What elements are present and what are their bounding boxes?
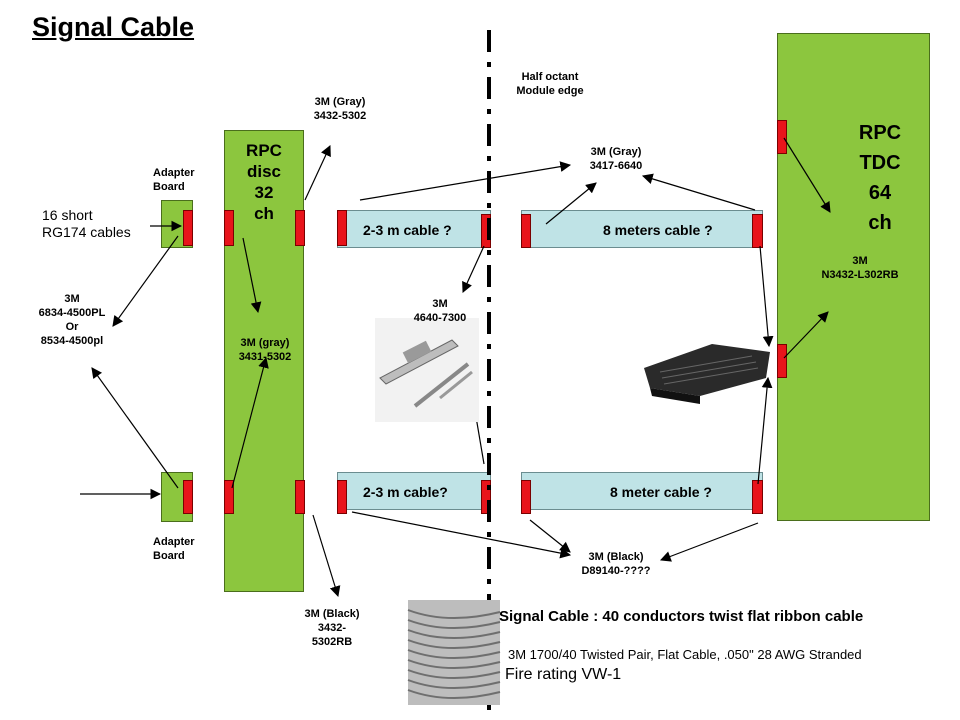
- connector: [183, 480, 193, 514]
- m6834-label: 3M 6834-4500PL Or 8534-4500pl: [38, 293, 106, 347]
- cable-bottom-right: [521, 472, 763, 510]
- ribbon-cable-illustration: [407, 600, 501, 705]
- press-tool-illustration: [375, 318, 479, 422]
- half-octant-label: Half octant Module edge: [516, 71, 584, 97]
- cable-top-right-label: 8 meters cable ?: [603, 222, 713, 238]
- connector: [183, 210, 193, 246]
- connector: [777, 120, 787, 154]
- black-d89140-label: 3M (Black) D89140-????: [581, 551, 651, 577]
- cable-top-left-label: 2-3 m cable ?: [363, 222, 452, 238]
- connector: [752, 214, 763, 248]
- connector: [224, 480, 234, 514]
- n3432-label: 3M N3432-L302RB: [821, 255, 899, 281]
- connector: [337, 480, 347, 514]
- gray-3432-label: 3M (Gray) 3432-5302: [313, 96, 367, 122]
- rpc-tdc-label: RPC TDC 64 ch: [858, 122, 902, 234]
- rpc-disc-label: RPC disc 32 ch: [246, 141, 282, 223]
- cable-bottom-left: [337, 472, 491, 510]
- connector: [295, 210, 305, 246]
- adapter-board-bottom-label: Adapter Board: [153, 536, 195, 562]
- gray-3431-label: 3M (gray) 3431-5302: [238, 337, 292, 363]
- black-connector-illustration: [644, 344, 770, 404]
- fire-rating: Fire rating VW-1: [505, 666, 622, 683]
- black-3432-label: 3M (Black) 3432- 5302RB: [304, 608, 360, 648]
- adapter-board-top-label: Adapter Board: [153, 167, 195, 193]
- connector: [777, 344, 787, 378]
- cable-bottom-right-label: 8 meter cable ?: [610, 484, 712, 500]
- short-cables-label: 16 short RG174 cables: [42, 207, 131, 240]
- gray-3417-label: 3M (Gray) 3417-6640: [589, 146, 643, 172]
- connector: [337, 210, 347, 246]
- connector: [521, 480, 531, 514]
- m4640-label: 3M 4640-7300: [413, 298, 467, 324]
- connector: [224, 210, 234, 246]
- connector: [752, 480, 763, 514]
- signal-cable-heading: Signal Cable : 40 conductors twist flat …: [499, 608, 864, 625]
- connector: [521, 214, 531, 248]
- cable-spec: 3M 1700/40 Twisted Pair, Flat Cable, .05…: [508, 647, 862, 662]
- page-title: Signal Cable: [32, 12, 195, 42]
- connector: [295, 480, 305, 514]
- connector: [481, 480, 491, 514]
- rpc-tdc-board: [777, 33, 930, 521]
- cable-bottom-left-label: 2-3 m cable?: [363, 484, 448, 500]
